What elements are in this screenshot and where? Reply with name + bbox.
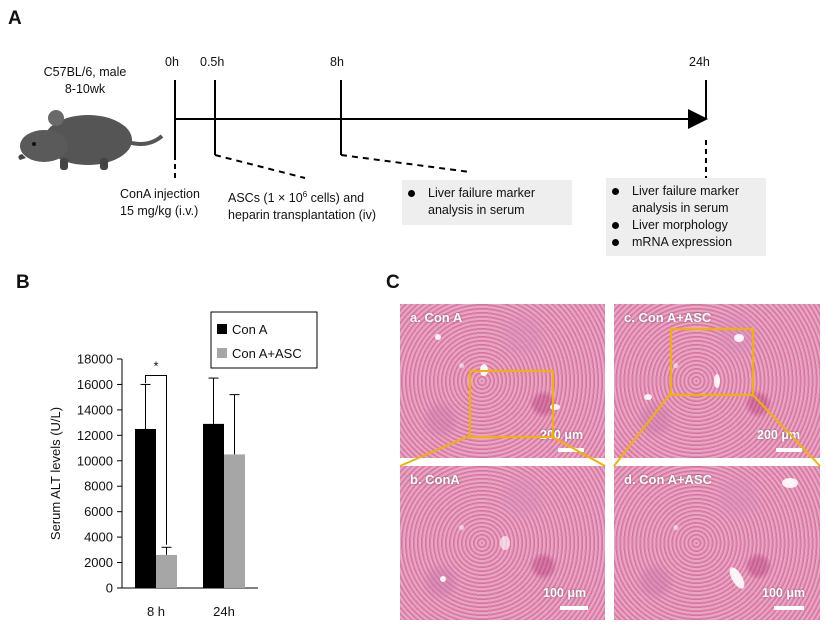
conA-line2: 15 mg/kg (i.v.)	[120, 204, 199, 218]
animal-strain: C57BL/6, male	[43, 65, 127, 79]
legend-swatch	[217, 324, 227, 334]
micrograph-c-label: c. Con A+ASC	[624, 310, 712, 325]
y-tick-label: 14000	[77, 402, 113, 417]
x-tick-label: 8 h	[147, 604, 165, 619]
micrograph-b: b. ConA 100 μm	[400, 466, 605, 620]
micrograph-b-label: b. ConA	[410, 472, 460, 487]
panel-label-c: C	[386, 272, 400, 293]
dash-8h	[340, 154, 471, 173]
zoom-box-c	[670, 328, 754, 396]
y-tick-label: 6000	[84, 504, 113, 519]
box-24h-item: mRNA expression	[606, 234, 766, 251]
time-0.5h: 0.5h	[200, 55, 225, 69]
micrograph-d-label: d. Con A+ASC	[624, 472, 712, 487]
micrograph-c-scale-bar	[776, 448, 802, 452]
asc-line2: heparin transplantation (iv)	[228, 208, 376, 223]
box-24h-item: Liver morphology	[606, 217, 766, 234]
significance-marker: *	[153, 359, 158, 374]
conA-injection-note: ConA injection 15 mg/kg (i.v.)	[120, 186, 200, 220]
box-8h-item: Liver failure marker	[402, 185, 572, 202]
legend-box	[210, 311, 318, 369]
micrograph-c-scale-text: 200 μm	[757, 428, 801, 442]
box-8h: Liver failure marker analysis in serum	[402, 180, 572, 225]
bar-con-a-0	[135, 428, 156, 588]
panel-label-b: B	[16, 272, 30, 293]
legend-label: Con A+ASC	[232, 346, 302, 361]
micrograph-a: a. Con A 200 μm	[400, 304, 605, 458]
bar-con-a-1	[203, 423, 224, 588]
micrograph-d: d. Con A+ASC 100 μm	[614, 466, 820, 620]
y-tick-label: 12000	[77, 428, 113, 443]
mouse-illustration	[18, 110, 164, 170]
micrograph-d-scale-text: 100 μm	[762, 586, 806, 600]
timeline-svg	[174, 80, 708, 180]
zoom-connectors	[399, 393, 821, 467]
asc-line1: ASCs (1 × 106 cells) and	[228, 190, 365, 206]
y-tick-label: 10000	[77, 453, 113, 468]
y-tick-label: 8000	[84, 479, 113, 494]
bar-con-a-asc-1	[224, 454, 245, 588]
y-tick-label: 0	[106, 581, 113, 596]
micrograph-b-scale-bar	[560, 606, 588, 610]
conA-line1: ConA injection	[120, 187, 200, 201]
y-tick-label: 16000	[77, 377, 113, 392]
box-24h-item: analysis in serum	[632, 201, 729, 215]
y-axis-title: Serum ALT levels (U/L)	[48, 407, 63, 540]
micrograph-a-scale-bar	[558, 448, 584, 452]
legend-label: Con A	[232, 322, 268, 337]
x-tick-label: 24h	[213, 604, 235, 619]
y-tick-label: 4000	[84, 530, 113, 545]
micrograph-d-scale-bar	[774, 606, 804, 610]
time-0h: 0h	[165, 55, 179, 69]
y-tick-label: 18000	[77, 352, 113, 367]
animal-age: 8-10wk	[64, 82, 106, 96]
micrograph-a-label: a. Con A	[410, 310, 463, 325]
dash-0.5h	[214, 154, 306, 179]
box-8h-item: analysis in serum	[428, 203, 525, 217]
micrograph-a-scale-text: 200 μm	[540, 428, 584, 442]
animal-label: C57BL/6, male 8-10wk	[24, 64, 146, 98]
time-8h: 8h	[330, 55, 344, 69]
asc-transplant-note: ASCs (1 × 106 cells) and heparin transpl…	[228, 186, 376, 224]
panel-label-a: A	[8, 8, 22, 29]
legend-swatch	[217, 348, 227, 358]
significance-bracket	[145, 375, 167, 545]
time-24h: 24h	[689, 55, 710, 69]
alt-bar-chart: 0 2000 4000 6000 8000 10000 12000 14000 16000 180…	[48, 311, 318, 619]
bar-con-a-asc-0	[156, 554, 177, 588]
box-24h-item: Liver failure marker	[606, 183, 766, 200]
micrograph-b-scale-text: 100 μm	[543, 586, 587, 600]
y-tick-label: 2000	[84, 555, 113, 570]
zoom-box-a	[469, 370, 554, 438]
